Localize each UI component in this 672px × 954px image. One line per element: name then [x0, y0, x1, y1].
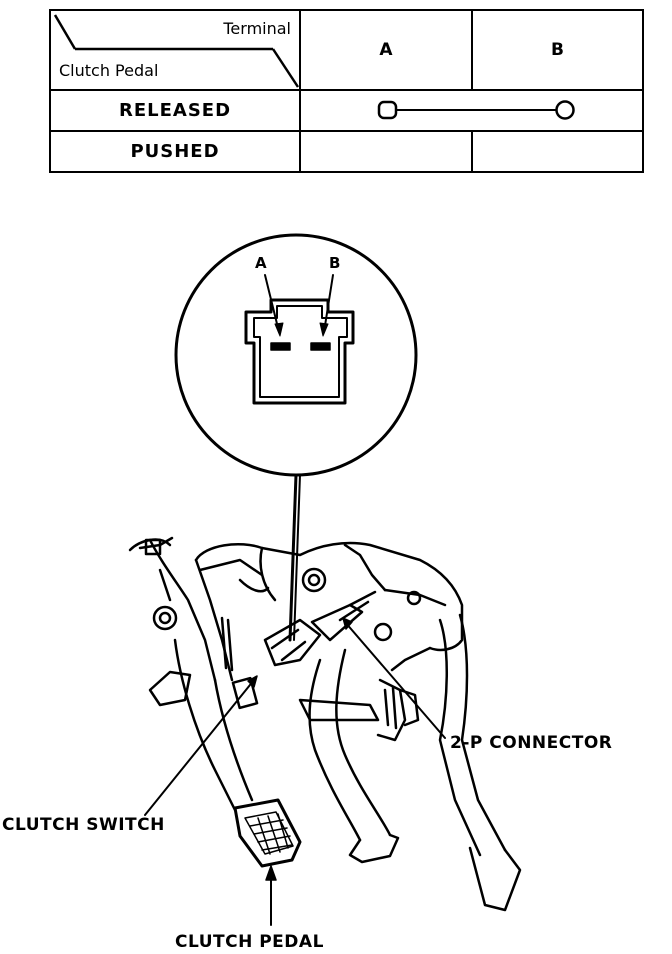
pedal-arrowhead — [265, 865, 277, 881]
clutch-pedal-arm — [173, 638, 302, 868]
pedal-bracket — [128, 536, 464, 742]
continuity-link — [377, 100, 575, 120]
continuity-table: Terminal Clutch Pedal A B RELEASED PUSHE… — [49, 9, 644, 173]
clutch-pedal-pad — [233, 798, 302, 868]
table-corner-header: Terminal Clutch Pedal — [49, 9, 301, 91]
diagonal-divider — [53, 14, 300, 88]
row-label-released: RELEASED — [49, 89, 301, 132]
pin-a-label: A — [255, 254, 267, 272]
table-row: PUSHED — [49, 130, 644, 173]
connector-arrowhead — [342, 617, 353, 630]
brake-pedal-arm — [298, 613, 522, 912]
switch-arrowhead — [247, 675, 258, 688]
callout-arrows — [144, 617, 446, 926]
clutch-switch-body — [263, 618, 322, 667]
table-row: RELEASED — [49, 89, 644, 132]
column-header-b: B — [471, 9, 644, 91]
row-label-pushed: PUSHED — [49, 130, 301, 173]
terminal-b-node — [555, 100, 575, 120]
callout-clutch-pedal: CLUTCH PEDAL — [175, 932, 324, 952]
header-terminal-label: Terminal — [223, 19, 291, 38]
connector-inset — [174, 233, 418, 642]
pin-b-slot — [310, 342, 331, 351]
column-header-a: A — [299, 9, 473, 91]
table-header-row: Terminal Clutch Pedal A B — [49, 9, 644, 91]
callout-clutch-switch: CLUTCH SWITCH — [2, 815, 165, 835]
pin-a-slot — [270, 342, 291, 351]
cell-pushed-a — [299, 130, 473, 173]
pin-b-label: B — [329, 254, 341, 272]
continuity-cell-released — [299, 89, 644, 132]
callout-2p-connector: 2-P CONNECTOR — [450, 733, 613, 753]
header-clutch-pedal-label: Clutch Pedal — [59, 61, 159, 80]
two-pin-connector-body — [310, 603, 364, 642]
terminal-a-node — [377, 100, 398, 120]
cell-pushed-b — [471, 130, 644, 173]
